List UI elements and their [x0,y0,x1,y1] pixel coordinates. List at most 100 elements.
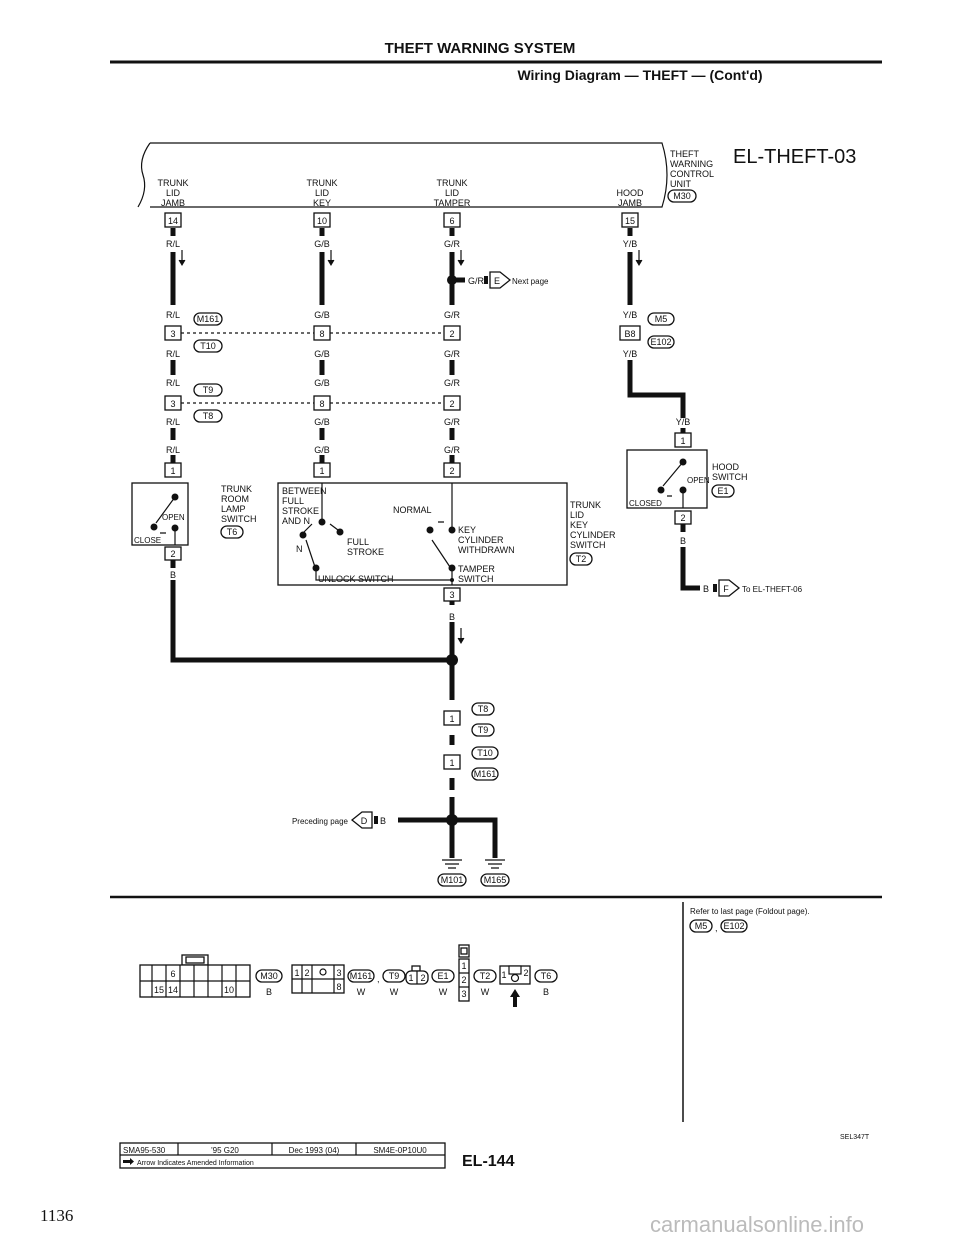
page-subtitle: Wiring Diagram — THEFT — (Cont'd) [517,67,762,83]
terminal-label: LID [445,188,460,198]
connector-color: W [357,987,366,997]
page-number: 1136 [40,1206,73,1225]
pin-number: 1 [319,466,324,476]
wire-color: Y/B [623,310,638,320]
ground-id: M101 [441,875,464,885]
wire-color: B [380,816,386,826]
connector-id: T9 [389,971,400,981]
switch-position-label: N [296,544,303,554]
connector-id: T6 [227,527,238,537]
connector-color: B [266,987,272,997]
connector-id: M161 [474,769,497,779]
pin-number: 3 [461,989,466,999]
unit-label: UNIT [670,179,691,189]
connector-id: T2 [480,971,491,981]
pin-number: 15 [154,985,164,995]
connector-id: E102 [650,337,671,347]
connector-view-m161: 1 2 3 8 M161 W , T9 W [291,964,406,997]
pin-number: 6 [449,216,454,226]
terminal-label: JAMB [161,198,185,208]
connector-color: W [481,987,490,997]
connector-color: W [390,987,399,997]
footer-table: SMA95-530 '95 G20 Dec 1993 (04) SM4E-0P1… [119,1142,446,1169]
pin-number: 2 [449,399,454,409]
ground-connector-t10-m161: 1 T10 M161 [443,746,499,781]
hood-switch: 1 OPEN CLOSED 2 HOOD SWITCH E1 [626,432,748,525]
wire-color: R/L [166,445,180,455]
connector-id: M5 [655,314,668,324]
pin-number: 1 [501,970,506,980]
switch-state: OPEN [687,476,710,485]
wire-color: G/R [444,378,461,388]
footer-note: Arrow Indicates Amended Information [137,1160,254,1167]
pin-number: 2 [461,975,466,985]
wire-color: G/R [444,417,461,427]
connector-id: T6 [541,971,552,981]
pin-number: 1 [461,961,466,971]
switch-position-label: UNLOCK SWITCH [318,574,394,584]
ground-m165: M165 [480,859,510,887]
pin-15: 15 [621,212,639,228]
connector-id: T10 [200,341,216,351]
pin-number: 8 [319,399,324,409]
wire-labels: R/L R/L R/L R/L R/L R/L G/B G/B G/B G/B … [166,239,690,850]
component-label: TRUNK [570,500,601,510]
pin-number: 1 [680,436,685,446]
theft-warning-control-unit: THEFT WARNING CONTROL UNIT M30 TRUNK LID… [137,142,714,208]
terminal-label: TAMPER [434,198,471,208]
pin-6: 6 [443,212,461,228]
pin-number: 2 [449,329,454,339]
preceding-page-link-d[interactable]: B D Preceding page [292,811,386,829]
page-title: THEFT WARNING SYSTEM [385,40,576,57]
footer-cell: SM4E-0P10U0 [373,1146,427,1155]
foldout-note: Refer to last page (Foldout page). M5 , … [689,907,810,933]
link-label: Preceding page [292,817,349,826]
pin-number: 15 [625,216,635,226]
component-label: KEY [570,520,588,530]
pin-number: 3 [170,329,175,339]
pin-number: 3 [336,968,341,978]
connector-id: T2 [576,554,587,564]
connector-view-m30: 6 15 14 10 M30 B [139,954,283,998]
switch-state: CLOSE [134,536,161,545]
pin-number: 3 [449,590,454,600]
separator: , [377,974,380,984]
pin-number: 1 [449,758,454,768]
diagram-id: EL-THEFT-03 [733,146,856,168]
pin-number: 1 [170,466,175,476]
wire-color: Y/B [623,239,638,249]
wire-color: R/L [166,310,180,320]
link-tag: E [494,276,500,286]
connector-view-t9: 1 2 [405,965,429,985]
connector-id: T9 [203,385,214,395]
pin-number: 14 [168,985,178,995]
next-page-link-e[interactable]: G/R E Next page [468,271,549,289]
wire-color: G/B [314,239,330,249]
footer-cell: '95 G20 [211,1146,239,1155]
switch-state: CLOSED [629,499,662,508]
pin-number: 2 [680,513,685,523]
footer-cell: SMA95-530 [123,1146,166,1155]
connector-view-t2: T2 W 1 2 T6 B [473,965,558,1007]
pin-number: 10 [224,985,234,995]
switch-position-label: SWITCH [458,574,494,584]
pin-number: 2 [449,466,454,476]
connector-id: M5 [695,921,708,931]
switch-position-label: CYLINDER [458,535,504,545]
switch-position-label: STROKE [347,547,384,557]
connector-id: T9 [478,725,489,735]
component-label: LAMP [221,504,246,514]
wire-color: Y/B [623,349,638,359]
link-label: To EL-THEFT-06 [742,585,803,594]
to-page-link-f[interactable]: B F To EL-THEFT-06 [703,579,803,597]
component-label: SWITCH [712,472,748,482]
pin-number: B8 [624,329,635,339]
wire-color: B [449,780,455,790]
link-label: Next page [512,277,549,286]
pin-number: 3 [170,399,175,409]
inline-connector-m5-e102: B8 M5 E102 [619,312,675,349]
connector-id: T8 [203,411,214,421]
connector-id-m30: M30 [673,191,691,201]
pin-number: 8 [319,329,324,339]
